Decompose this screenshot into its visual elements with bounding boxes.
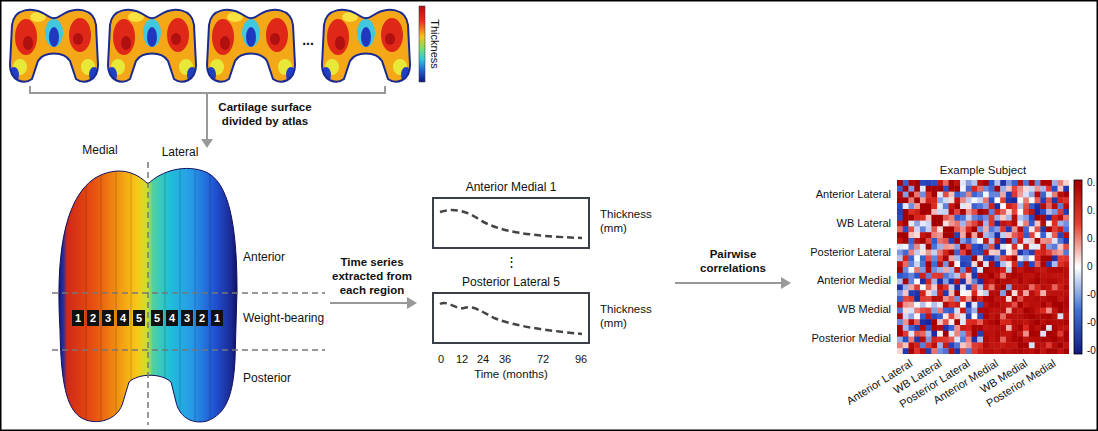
panel-title: Posterior Lateral 5 (462, 275, 560, 289)
axis-label: Thickness (mm) (600, 302, 662, 330)
panel-title: Anterior Medial 1 (466, 180, 557, 194)
plot-box: Anterior Medial 1 (432, 197, 590, 249)
tick-label: 36 (499, 352, 511, 366)
tick-label: 0 (438, 352, 444, 366)
tick-label: 24 (477, 352, 489, 366)
panel-title: Example Subject (940, 163, 1026, 177)
ellipsis: ⋮ (505, 255, 518, 269)
plot-box: Posterior Lateral 5 (432, 292, 590, 344)
axis-label: Thickness (mm) (600, 207, 662, 235)
row-label: Anterior Lateral (816, 187, 891, 201)
colorbar-tick: 0 (1087, 260, 1093, 274)
row-label: WB Lateral (837, 216, 891, 230)
callout-number: 1 (72, 310, 84, 326)
callout-number: 5 (133, 310, 145, 326)
colorbar-tick: 0. (1087, 176, 1095, 190)
colorbar-title: Thickness (428, 19, 442, 69)
callout-number: 2 (87, 310, 99, 326)
region-label: Posterior (243, 371, 291, 385)
callout-number: 4 (166, 310, 178, 326)
region-label: Anterior (243, 250, 285, 264)
tick-label: 12 (456, 352, 468, 366)
callout-number: 4 (117, 310, 129, 326)
row-label: WB Medial (838, 302, 891, 316)
colorbar-tick: 0. (1087, 232, 1095, 246)
row-label: Anterior Medial (817, 273, 891, 287)
side-label: Medial (82, 143, 117, 157)
axis-title: Time (months) (474, 367, 548, 381)
callout-number: 3 (181, 310, 193, 326)
colorbar-tick: -0 (1087, 344, 1096, 358)
callout-number: 1 (211, 310, 223, 326)
callout-number: 3 (102, 310, 114, 326)
callout-number: 5 (151, 310, 163, 326)
tick-label: 72 (537, 352, 549, 366)
arrow-label: Time series extracted from each region (326, 255, 418, 297)
row-label: Posterior Medial (812, 331, 891, 345)
row-label: Posterior Lateral (810, 245, 891, 259)
colorbar-tick: 0. (1087, 204, 1095, 218)
correlation-matrix (897, 180, 1069, 354)
ellipsis: ... (302, 33, 314, 47)
callout-number: 2 (196, 310, 208, 326)
tick-label: 96 (575, 352, 587, 366)
arrow-label: Pairwise correlations (692, 247, 774, 275)
colorbar-tick: -0 (1087, 316, 1096, 330)
arrow-label: Cartilage surface divided by atlas (213, 100, 317, 128)
side-label: Lateral (162, 145, 199, 159)
matrix-panel: Example Subject (897, 180, 1069, 354)
colorbar-tick: -0 (1087, 288, 1096, 302)
region-label: Weight-bearing (243, 311, 324, 325)
